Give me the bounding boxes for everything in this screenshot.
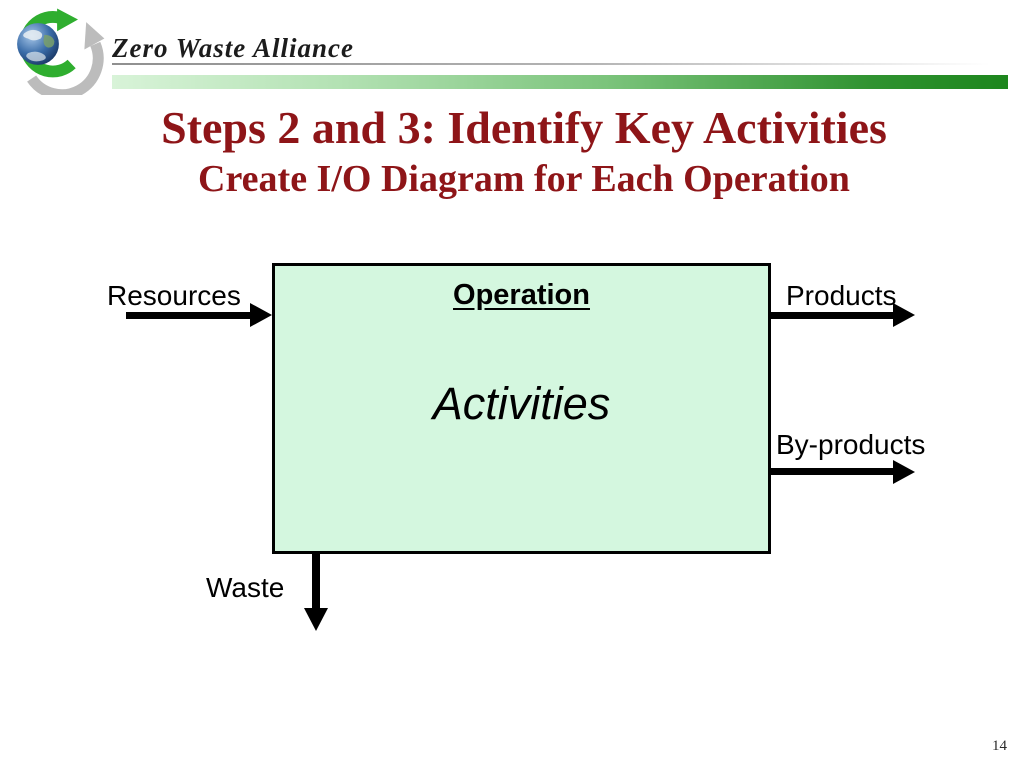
zero-waste-alliance-logo-icon [17,8,105,95]
slide-title: Steps 2 and 3: Identify Key Activities [161,102,887,153]
header-gradient-bar [112,75,1008,89]
products-arrowhead-icon [893,303,915,327]
waste-arrowhead-icon [304,608,328,631]
resources-label: Resources [107,280,241,311]
slide-title-block: Steps 2 and 3: Identify Key Activities C… [24,100,1024,202]
slide-subtitle: Create I/O Diagram for Each Operation [198,158,850,200]
resources-arrow-shaft [126,312,252,319]
products-label: Products [786,280,897,311]
logo-underline-rule [112,63,990,65]
operation-box-body: Activities [432,378,611,429]
logo-wordmark: Zero Waste Alliance [112,33,354,63]
resources-arrowhead-icon [250,303,272,327]
byproducts-label: By-products [776,429,926,460]
byproducts-arrow-shaft [769,468,893,475]
operation-box-heading: Operation [453,279,590,311]
byproducts-arrowhead-icon [893,460,915,484]
waste-label: Waste [206,572,285,603]
operation-box: Operation Activities [272,263,771,554]
page-number: 14 [992,738,1007,754]
products-arrow-shaft [769,312,893,319]
waste-arrow-shaft [312,551,320,609]
